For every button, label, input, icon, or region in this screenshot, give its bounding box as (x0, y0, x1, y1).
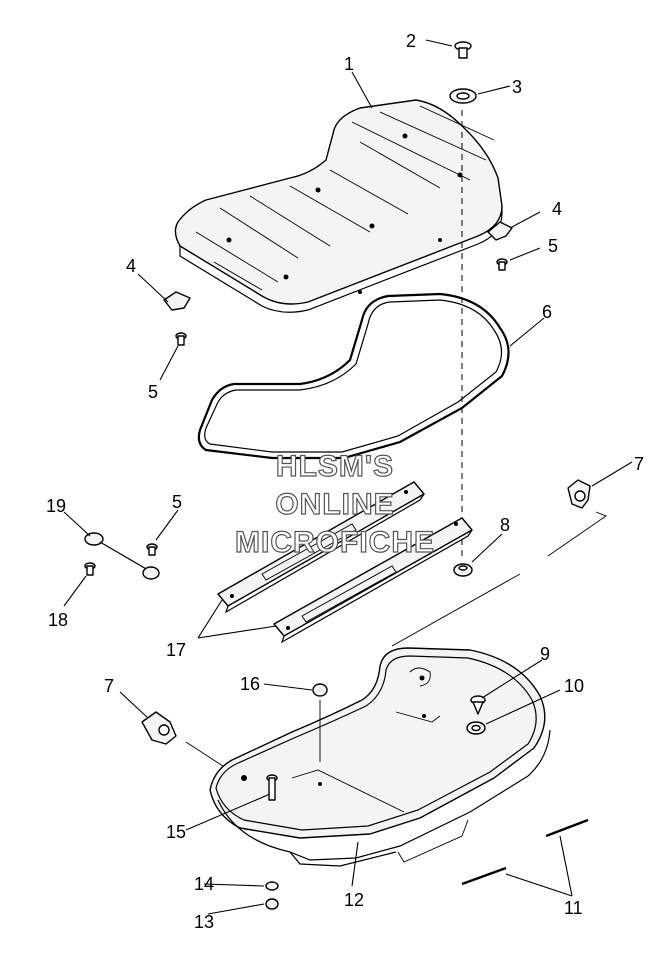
callout-7-right: 7 (634, 454, 644, 474)
callout-13: 13 (194, 912, 214, 932)
callout-16: 16 (240, 674, 260, 694)
part-18-screw (84, 562, 96, 576)
callout-10: 10 (564, 676, 584, 696)
callout-4-right: 4 (552, 199, 562, 219)
callout-8: 8 (500, 515, 510, 535)
callout-4-left: 4 (126, 256, 136, 276)
callout-12: 12 (344, 890, 364, 910)
part-17-bracket-lower (273, 517, 473, 644)
part-17-bracket-upper (217, 481, 425, 614)
part-11-rods (461, 818, 589, 886)
part-10-washer (466, 721, 486, 735)
callout-14: 14 (194, 874, 214, 894)
part-3-grommet (449, 88, 477, 104)
part-15-bolt (266, 774, 278, 801)
watermark-line-3: MICROFICHE (235, 526, 435, 559)
part-13-nut (265, 898, 279, 910)
callout-19: 19 (46, 496, 66, 516)
watermark-line-1: HLSM'S (276, 450, 394, 483)
part-2-screw (454, 41, 472, 59)
part-5-screw-left (175, 332, 187, 346)
guide-line-tray (391, 573, 521, 647)
part-9-pushpin (470, 695, 486, 715)
callout-6: 6 (542, 302, 552, 322)
callout-2: 2 (406, 31, 416, 51)
callout-1: 1 (344, 54, 354, 74)
callout-11: 11 (564, 898, 583, 918)
callout-5-left: 5 (148, 382, 158, 402)
part-4-clip-right (487, 221, 513, 241)
watermark-line-2: ONLINE (275, 488, 394, 521)
part-16-plug (312, 683, 328, 697)
part-8-nut (453, 563, 473, 577)
part-19-strap (84, 532, 160, 580)
part-6-seal (197, 292, 510, 460)
callout-18: 18 (48, 610, 68, 630)
guide-line-right-latch (547, 511, 607, 557)
part-7-latch-left (141, 711, 177, 745)
callout-7-left: 7 (104, 676, 114, 696)
callout-3: 3 (512, 77, 522, 97)
part-14-washer (265, 881, 279, 891)
part-7-latch-right (567, 479, 591, 509)
part-12-storage-tray (209, 647, 551, 867)
callout-5-right: 5 (548, 236, 558, 256)
part-5-screw-lower (146, 543, 158, 556)
part-1-rack-cover (174, 99, 503, 313)
callout-9: 9 (540, 644, 550, 664)
callout-5-lower: 5 (172, 492, 182, 512)
leader-lines (63, 39, 633, 915)
callout-15: 15 (166, 822, 186, 842)
part-5-screw-right (496, 258, 508, 271)
callout-labels: 1 2 3 4 4 5 5 5 6 7 7 8 9 10 11 12 13 14… (46, 31, 644, 932)
callout-17: 17 (166, 640, 186, 660)
part-4-clip-left (163, 291, 191, 311)
watermark: HLSM'S ONLINE MICROFICHE (234, 449, 435, 559)
